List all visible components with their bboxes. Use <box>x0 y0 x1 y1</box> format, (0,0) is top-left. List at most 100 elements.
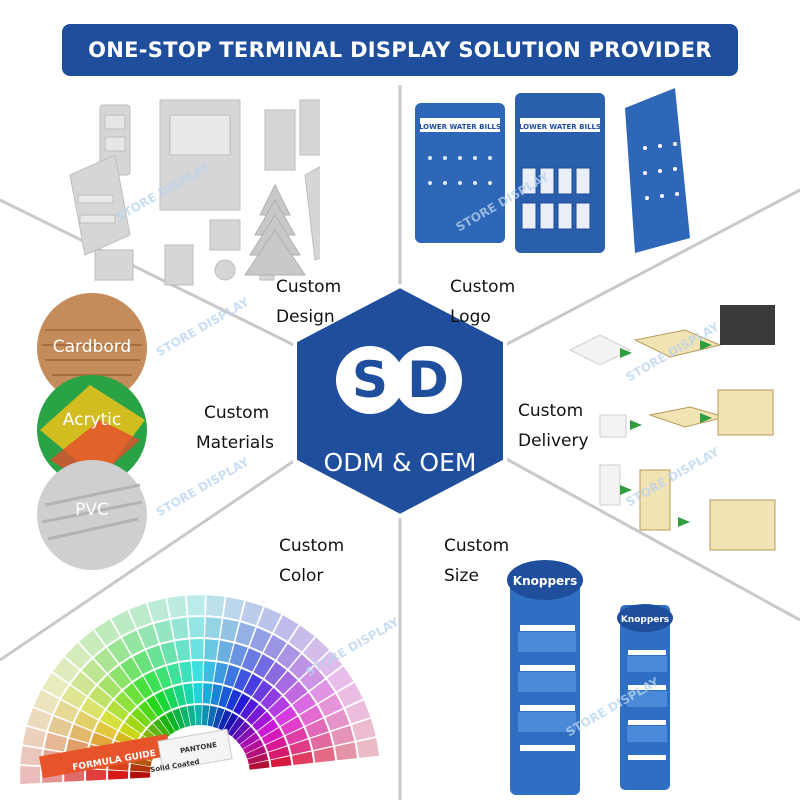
color-swatch <box>159 714 175 735</box>
color-swatch <box>133 676 153 699</box>
color-swatch <box>124 714 146 734</box>
color-fan <box>20 595 379 784</box>
color-swatch <box>111 610 136 636</box>
divider-bottom-left <box>0 448 311 662</box>
color-swatch <box>108 665 132 690</box>
color-swatch <box>309 679 335 703</box>
color-swatch <box>285 727 308 745</box>
color-swatch <box>220 618 239 642</box>
color-swatch <box>247 753 269 765</box>
color-swatch <box>163 687 179 709</box>
color-swatch <box>191 661 203 682</box>
color-swatch <box>22 726 46 748</box>
label-size-line2: Size <box>444 566 479 586</box>
logo-d-letter: D <box>407 351 449 409</box>
color-swatch <box>245 745 267 759</box>
label-custom-size: Custom Size <box>444 531 509 591</box>
color-swatch <box>123 683 145 706</box>
color-swatch <box>203 661 216 682</box>
color-swatch <box>173 684 187 707</box>
label-logo-line1: Custom <box>450 277 516 297</box>
color-swatch <box>265 736 288 752</box>
label-delivery-line1: Custom <box>518 401 584 421</box>
color-swatch <box>98 675 122 699</box>
color-swatch <box>154 620 174 643</box>
color-swatch <box>274 671 298 695</box>
color-swatch <box>261 727 284 745</box>
label-materials-line1: Custom <box>204 403 270 423</box>
color-swatch <box>188 617 205 638</box>
color-swatch <box>106 700 129 721</box>
color-swatch <box>79 630 105 657</box>
pvc-swatch <box>37 460 147 570</box>
color-swatch <box>100 710 123 730</box>
color-swatch <box>248 760 270 770</box>
material-label-pvc: PVC <box>75 500 109 520</box>
color-swatch <box>202 683 213 704</box>
color-swatch <box>243 673 263 697</box>
color-swatch <box>69 724 93 743</box>
color-swatch <box>80 697 105 720</box>
label-custom-color: Custom Color <box>279 531 344 591</box>
logo-s-circle: S <box>336 346 404 414</box>
pantone-card <box>157 728 233 772</box>
color-swatch <box>165 711 180 732</box>
color-swatch <box>81 659 107 684</box>
label-custom-materials: Custom Materials <box>196 398 274 458</box>
color-swatch <box>147 598 170 622</box>
color-swatch <box>300 666 325 691</box>
color-swatch <box>166 663 182 685</box>
color-swatch <box>167 595 187 618</box>
label-color-line2: Color <box>279 566 324 586</box>
color-swatch <box>146 695 164 717</box>
color-swatch <box>268 696 291 718</box>
color-swatch <box>44 732 67 752</box>
materials-circles <box>37 293 147 570</box>
color-swatch <box>201 705 210 726</box>
label-color-line1: Custom <box>279 536 345 556</box>
label-design-line2: Design <box>276 307 335 327</box>
color-swatch <box>143 670 163 694</box>
center-hexagon <box>293 283 507 519</box>
color-swatch <box>146 645 166 669</box>
banner-title: ONE-STOP TERMINAL DISPLAY SOLUTION PROVI… <box>88 38 712 62</box>
divider-top-left <box>0 198 311 355</box>
color-swatch <box>175 639 191 661</box>
color-swatch <box>223 712 239 734</box>
color-swatch <box>94 619 120 646</box>
color-swatch <box>204 639 219 661</box>
color-swatch <box>318 693 343 717</box>
label-delivery-line2: Delivery <box>518 431 589 451</box>
center-caption: ODM & OEM <box>323 448 477 477</box>
color-swatch <box>246 704 266 725</box>
logo-d-circle: D <box>394 346 462 414</box>
color-swatch <box>224 664 240 687</box>
color-swatch <box>276 643 301 669</box>
color-swatch <box>217 640 234 663</box>
color-swatch <box>27 708 52 731</box>
color-swatch <box>61 685 87 709</box>
knoppers-brand-large: Knoppers <box>513 574 577 588</box>
label-size-line1: Custom <box>444 536 510 556</box>
color-swatch <box>213 662 228 684</box>
color-swatch <box>20 746 43 766</box>
color-swatch <box>20 766 41 784</box>
color-swatch <box>186 595 205 616</box>
color-swatch <box>280 716 304 736</box>
color-swatch <box>327 666 354 692</box>
color-swatch <box>93 647 118 673</box>
color-swatch <box>284 681 308 704</box>
color-swatch <box>172 708 185 729</box>
design-models-illustration <box>69 99 320 286</box>
color-swatch <box>193 683 203 704</box>
color-swatch <box>218 709 232 731</box>
color-swatch <box>356 738 379 758</box>
divider-bottom-right <box>489 448 800 622</box>
label-logo-line2: Logo <box>450 307 491 327</box>
color-swatch <box>345 700 371 724</box>
color-swatch <box>129 603 152 628</box>
color-swatch <box>205 617 222 639</box>
color-swatch <box>160 641 178 664</box>
color-swatch <box>260 687 282 710</box>
